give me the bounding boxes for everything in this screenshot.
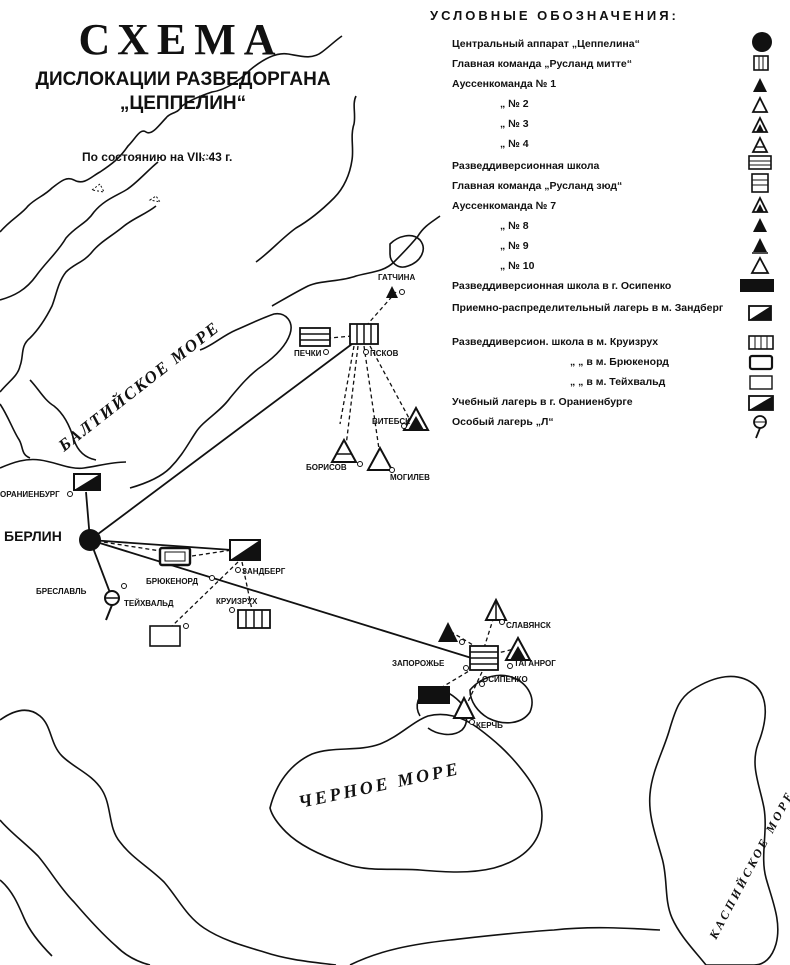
link-berlin-zaporozhye	[89, 539, 479, 661]
label-slavyansk: СЛАВЯНСК	[506, 621, 551, 630]
dash-pskov-x	[339, 345, 355, 425]
oranienburg-marker	[67, 473, 101, 497]
zandberg-marker	[229, 539, 261, 573]
kerch-marker	[452, 695, 476, 725]
subtitle-line-2: „ЦЕППЕЛИН“	[119, 93, 247, 114]
berlin-marker	[79, 529, 101, 551]
label-gatchina: ГАТЧИНА	[378, 273, 415, 282]
sweden-east-coast	[0, 205, 157, 393]
teichwald-marker	[149, 623, 189, 647]
label-zandberg: ЗАНДБЕРГ	[242, 567, 286, 576]
pskov-marker	[349, 323, 379, 355]
legend-item-label: „ № 3	[500, 118, 529, 130]
label-teichwald: ТЕЙХВАЛЬД	[124, 599, 174, 608]
link-berlin-zandberg	[89, 539, 233, 551]
legend-item-label: Главная команда „Русланд митте“	[452, 58, 632, 70]
legend-item-label: „ № 10	[500, 260, 535, 272]
gatchina-marker	[386, 286, 405, 298]
german-coast	[0, 458, 127, 470]
legend-item-label: „ „ в м. Брюкенорд	[570, 356, 669, 368]
slavyansk-marker	[484, 597, 508, 625]
legend-heading: УСЛОВНЫЕ ОБОЗНАЧЕНИЯ:	[430, 8, 679, 23]
legend-item-label: Ауссенкоманда № 7	[452, 200, 557, 212]
brukenord-marker	[158, 546, 215, 581]
pechki-marker	[299, 327, 331, 355]
label-taganrog: ТАГАНРОГ	[514, 659, 556, 668]
baltic-states-coast	[129, 312, 292, 489]
dash-brukenord-zandberg	[191, 549, 233, 557]
label-zaporozhye: ЗАПОРОЖЬЕ	[392, 659, 445, 668]
map-subtitle: ДИСЛОКАЦИИ РАЗВЕДОРГАНА „ЦЕППЕЛИН“	[8, 68, 358, 116]
legend-item-label: „ „ в м. Тейхвальд	[570, 376, 666, 388]
scandinavia-coast-2	[181, 35, 343, 107]
dash-pskov-borisov	[345, 345, 359, 447]
legend-item-label: „ № 2	[500, 98, 529, 110]
dash-zap-kerch	[465, 671, 483, 707]
zaporozhye-team-marker	[438, 622, 465, 645]
caspian-sea	[648, 675, 779, 965]
label-kruizruh: КРУИЗРУХ	[216, 597, 258, 606]
subtitle-line-1: ДИСЛОКАЦИИ РАЗВЕДОРГАНА	[35, 69, 331, 90]
taganrog-marker	[504, 635, 532, 669]
breslau-special-camp-marker	[104, 583, 127, 621]
balkans-coast	[0, 709, 337, 965]
map-title: СХЕМА	[78, 15, 284, 64]
sweden-south-coast	[0, 161, 159, 301]
denmark-2	[29, 379, 97, 461]
legend-item-label: „ № 8	[500, 220, 529, 232]
finland-south-coast	[271, 215, 441, 307]
dash-pskov-pechki	[329, 335, 353, 339]
azov-sea	[469, 674, 533, 724]
scandinavia-coast	[0, 105, 183, 233]
vitebsk-marker	[401, 405, 430, 431]
dash-pskov-mogilev	[363, 345, 381, 457]
link-berlin-pskov	[89, 337, 361, 541]
label-pechki: ПЕЧКИ	[294, 349, 322, 358]
legend-item-label: Разведдиверсионная школа	[452, 160, 600, 172]
legend-item-label: Особый лагерь „Л“	[452, 416, 554, 428]
label-vitebsk: ВИТЕБСК	[372, 417, 410, 426]
legend-item-label: Разведдиверсион. школа в м. Круизрух	[452, 336, 659, 348]
black-sea-coast	[269, 713, 543, 873]
legend-item-label: Учебный лагерь в г. Ораниенбурге	[452, 396, 633, 408]
legend-item-label: Центральный аппарат „Цеппелина“	[452, 38, 640, 50]
turkey-coast	[349, 926, 661, 965]
ladoga	[389, 234, 424, 268]
islands	[90, 153, 214, 203]
legend-item-label: „ № 9	[500, 240, 529, 252]
label-pskov: ПСКОВ	[370, 349, 399, 358]
dash-pskov-vitebsk	[369, 345, 411, 421]
finland-coast	[255, 95, 357, 263]
black-sea-label: ЧЕРНОЕ МОРЕ	[297, 758, 463, 812]
dash-zandberg-teichwald	[169, 561, 239, 629]
kruizruh-marker	[229, 607, 271, 629]
italy-heel	[0, 879, 53, 957]
legend-item-label: Ауссенкоманда № 1	[452, 78, 557, 90]
legend-item-label: „ № 4	[500, 138, 529, 150]
baltic-sea-label: БАЛТИЙСКОЕ МОРЕ	[54, 318, 223, 456]
label-berlin: БЕРЛИН	[4, 528, 62, 544]
zaporozhye-marker	[463, 645, 499, 671]
label-oranienburg: ОРАНИЕНБУРГ	[0, 490, 60, 499]
label-mogilev: МОГИЛЕВ	[390, 473, 430, 482]
denmark	[0, 403, 31, 459]
borisov-marker	[330, 437, 363, 467]
adriatic	[0, 819, 151, 965]
map-date: По состоянию на VII. 43 г.	[82, 150, 233, 164]
legend-item-label: Главная команда „Русланд зюд“	[452, 180, 623, 192]
dash-berlin-brukenord	[89, 539, 181, 555]
label-brukenord: БРЮКЕНОРД	[146, 577, 198, 586]
legend-item-label: Приемно-распределительный лагерь в м. За…	[452, 302, 724, 314]
label-kerch: КЕРЧЬ	[476, 721, 503, 730]
legend-item-label: Разведдиверсионная школа в г. Осипенко	[452, 280, 672, 292]
mogilev-marker	[366, 445, 395, 473]
osipenko-marker	[418, 681, 485, 704]
label-osipenko: ОСИПЕНКО	[482, 675, 528, 684]
dash-zandberg-kruizruh	[241, 561, 253, 611]
label-breslau: БРЕСЛАВЛЬ	[36, 587, 87, 596]
label-borisov: БОРИСОВ	[306, 463, 347, 472]
